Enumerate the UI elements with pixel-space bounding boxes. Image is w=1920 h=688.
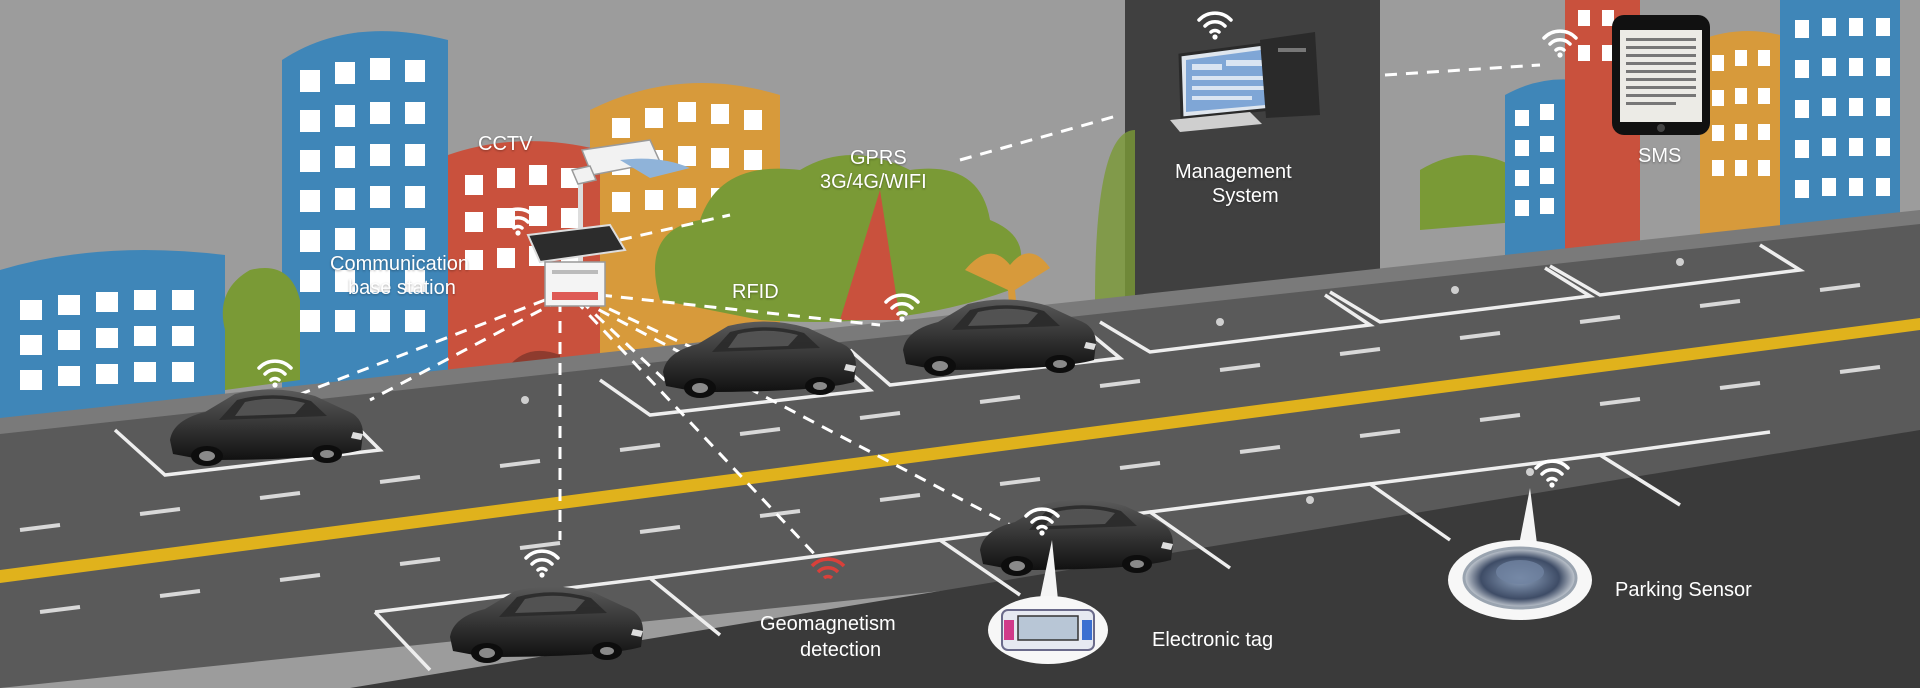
- solar-panel-icon: [526, 223, 627, 264]
- base-station-label-line2: base station: [348, 277, 456, 299]
- rfid-label: RFID: [732, 281, 779, 303]
- sms-label: SMS: [1638, 145, 1682, 167]
- building-blue-left: [0, 250, 225, 430]
- base-station-icon: [526, 223, 627, 307]
- building-orange-right: [1700, 31, 1780, 245]
- geomagnetism-label-line2: detection: [800, 639, 882, 661]
- road: [0, 210, 1920, 688]
- management-system-label-line2: System: [1212, 185, 1279, 207]
- building-blue-far-right: [1780, 0, 1900, 240]
- connection-lines: [284, 63, 1541, 562]
- gprs-label: GPRS: [850, 147, 907, 169]
- red-signal-icon: [810, 557, 846, 580]
- center-yellow-line: [0, 318, 1920, 583]
- desktop-computer-icon: [1170, 32, 1320, 132]
- smartphone-icon: [1612, 15, 1710, 135]
- parking-sensor-label: Parking Sensor: [1615, 579, 1752, 601]
- lane-dashes: [19, 283, 1881, 614]
- trees: [222, 155, 1547, 390]
- cctv-label: CCTV: [478, 133, 533, 155]
- network-label: 3G/4G/WIFI: [820, 171, 927, 193]
- building-blue-tall: [282, 31, 448, 400]
- base-station-label-line1: Communication: [330, 253, 469, 275]
- geomagnetism-label-line1: Geomagnetism: [760, 613, 896, 635]
- parking-sensor-icon: [1448, 488, 1592, 620]
- management-system-label-line1: Management: [1175, 161, 1292, 183]
- electronic-tag-label: Electronic tag: [1152, 629, 1274, 651]
- parking-bays-top: [113, 243, 1806, 477]
- parking-bays-bottom: [373, 430, 1771, 672]
- electronic-tag-icon: [988, 540, 1108, 664]
- cctv-camera-icon: [570, 139, 690, 265]
- management-panel: [1095, 0, 1380, 300]
